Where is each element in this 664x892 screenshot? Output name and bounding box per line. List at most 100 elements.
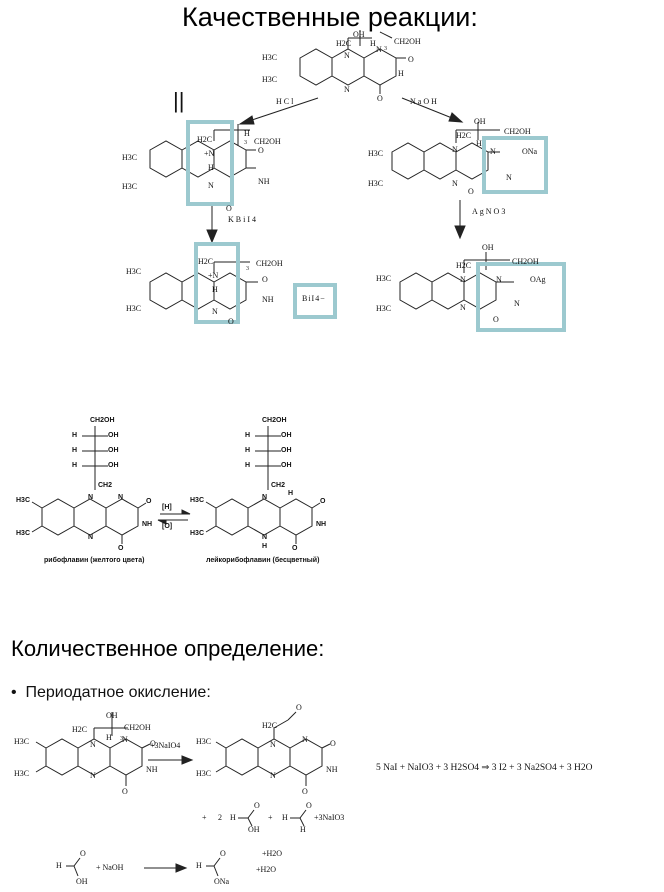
p-by-o2: O	[306, 801, 312, 810]
start-n10: N	[344, 51, 350, 60]
rr-ch2: CH2	[271, 482, 286, 489]
rl-me1: H3C	[16, 497, 31, 504]
rr-n10: N	[262, 494, 268, 501]
bsalt-n1: N	[460, 275, 466, 284]
base-ona: ONa	[522, 147, 538, 156]
p-prod-o: O	[296, 703, 302, 712]
n-o1: O	[80, 849, 86, 858]
rl-n5: N	[88, 534, 94, 541]
p-reagent: +3NaIO4	[150, 741, 181, 750]
riboflavin-label: рибофлавин (желтого цвета)	[44, 557, 145, 564]
highlight-box-anion	[293, 283, 337, 319]
reagent-naoh: NaOH	[410, 97, 439, 106]
bsalt-oag: OAg	[530, 275, 546, 284]
rr-h1: H	[245, 432, 251, 439]
n-h1: H	[56, 861, 62, 870]
salt-me2: H3C	[126, 304, 142, 313]
acid-ch2: H2C	[197, 135, 213, 144]
reagent-hcl: HCl	[276, 97, 296, 106]
rl-oh1: OH	[108, 432, 119, 439]
acid-n3sub: 3	[244, 140, 247, 146]
p-prod-nh: NH	[326, 765, 338, 774]
rl-h3: H	[72, 462, 78, 469]
n-h2: H	[196, 861, 202, 870]
acid-o1: O	[258, 146, 264, 155]
salt-n3sub: 3	[246, 266, 249, 272]
n-water2: +H2O	[256, 865, 277, 874]
salt-nplus: +N	[208, 271, 219, 280]
p-start-nh: NH	[146, 765, 158, 774]
rl-oh2: OH	[108, 447, 119, 454]
bullet-item: • Периодатное окисление:	[11, 684, 211, 701]
rl-ch2oh: CH2OH	[90, 417, 115, 424]
rl-nh: NH	[142, 521, 153, 528]
p-start-me1: H3C	[14, 737, 30, 746]
bsalt-ch2oh: CH2OH	[512, 257, 539, 266]
bsalt-oh: OH	[482, 243, 494, 252]
p-start-o2: O	[150, 739, 156, 748]
n-ona: ONa	[214, 877, 230, 886]
salt-ch2: H2C	[198, 257, 214, 266]
reagent-kbii4: KBiI4	[228, 215, 258, 224]
salt-me1: H3C	[126, 267, 142, 276]
start-ch2oh: CH2OH	[394, 37, 421, 46]
pyrimidine-ring	[363, 48, 397, 86]
rr-me1: H3C	[190, 497, 205, 504]
rr-o2: O	[320, 498, 326, 505]
acid-nh: H	[208, 163, 214, 172]
benzene-ring	[299, 48, 333, 86]
p-start-n5: N	[90, 771, 96, 780]
salt-anion: BiI4−	[302, 294, 326, 303]
salt-o2: O	[228, 317, 234, 326]
base-n2: N	[452, 179, 458, 188]
p-start-ch2: H2C	[72, 725, 88, 734]
acid-me1: H3C	[122, 153, 138, 162]
p-prod-o4: O	[302, 787, 308, 796]
start-n3sub: 3	[384, 46, 387, 52]
rr-oh1: OH	[281, 432, 292, 439]
highlight-box-acid	[186, 120, 234, 206]
rr-ch2oh: CH2OH	[262, 417, 287, 424]
base-ch2: H2C	[456, 131, 472, 140]
base-oh: OH	[474, 117, 486, 126]
p-by-o1: O	[254, 801, 260, 810]
salt-n: N	[212, 307, 218, 316]
base-ch2oh: CH2OH	[504, 127, 531, 136]
p-prod-n5: N	[270, 771, 276, 780]
p-start-n10: N	[90, 740, 96, 749]
rr-me2: H3C	[190, 530, 205, 537]
base-n4: N	[506, 173, 512, 182]
start-o2: O	[408, 55, 414, 64]
p-prod-me2: H3C	[196, 769, 212, 778]
start-o4: O	[377, 94, 383, 103]
start-ch2: H2C	[336, 39, 352, 48]
start-n3: N	[376, 45, 382, 54]
rr-n5: N	[262, 534, 268, 541]
bsalt-n4: N	[514, 299, 520, 308]
bsalt-n2: N	[460, 303, 466, 312]
salt-o1: O	[262, 275, 268, 284]
acid-nh2: NH	[258, 177, 270, 186]
acid-o2: O	[226, 204, 232, 213]
bullet-text: Периодатное окисление:	[25, 684, 211, 701]
base-n1: N	[452, 145, 458, 154]
p-start-oh: OH	[106, 711, 118, 720]
acid-me2: H3C	[122, 182, 138, 191]
p-prod-o2: O	[330, 739, 336, 748]
double-bar-mark: ||	[173, 88, 185, 113]
highlight-box-base	[482, 136, 548, 194]
highlight-box-acid-salt	[194, 242, 240, 324]
salt-nh: H	[212, 285, 218, 294]
rl-n1: N	[118, 494, 124, 501]
rl-ch2: CH2	[98, 482, 113, 489]
start-me1: H3C	[262, 53, 278, 62]
rl-h1: H	[72, 432, 78, 439]
p-start-n3sub: 3	[120, 736, 123, 742]
base-h: H	[476, 139, 482, 148]
start-nh: H	[398, 69, 404, 78]
p-by-tail: +3NaIO3	[314, 813, 345, 822]
p-prod-n10: N	[270, 740, 276, 749]
rl-o2: O	[146, 498, 152, 505]
rl-me2: H3C	[16, 530, 31, 537]
